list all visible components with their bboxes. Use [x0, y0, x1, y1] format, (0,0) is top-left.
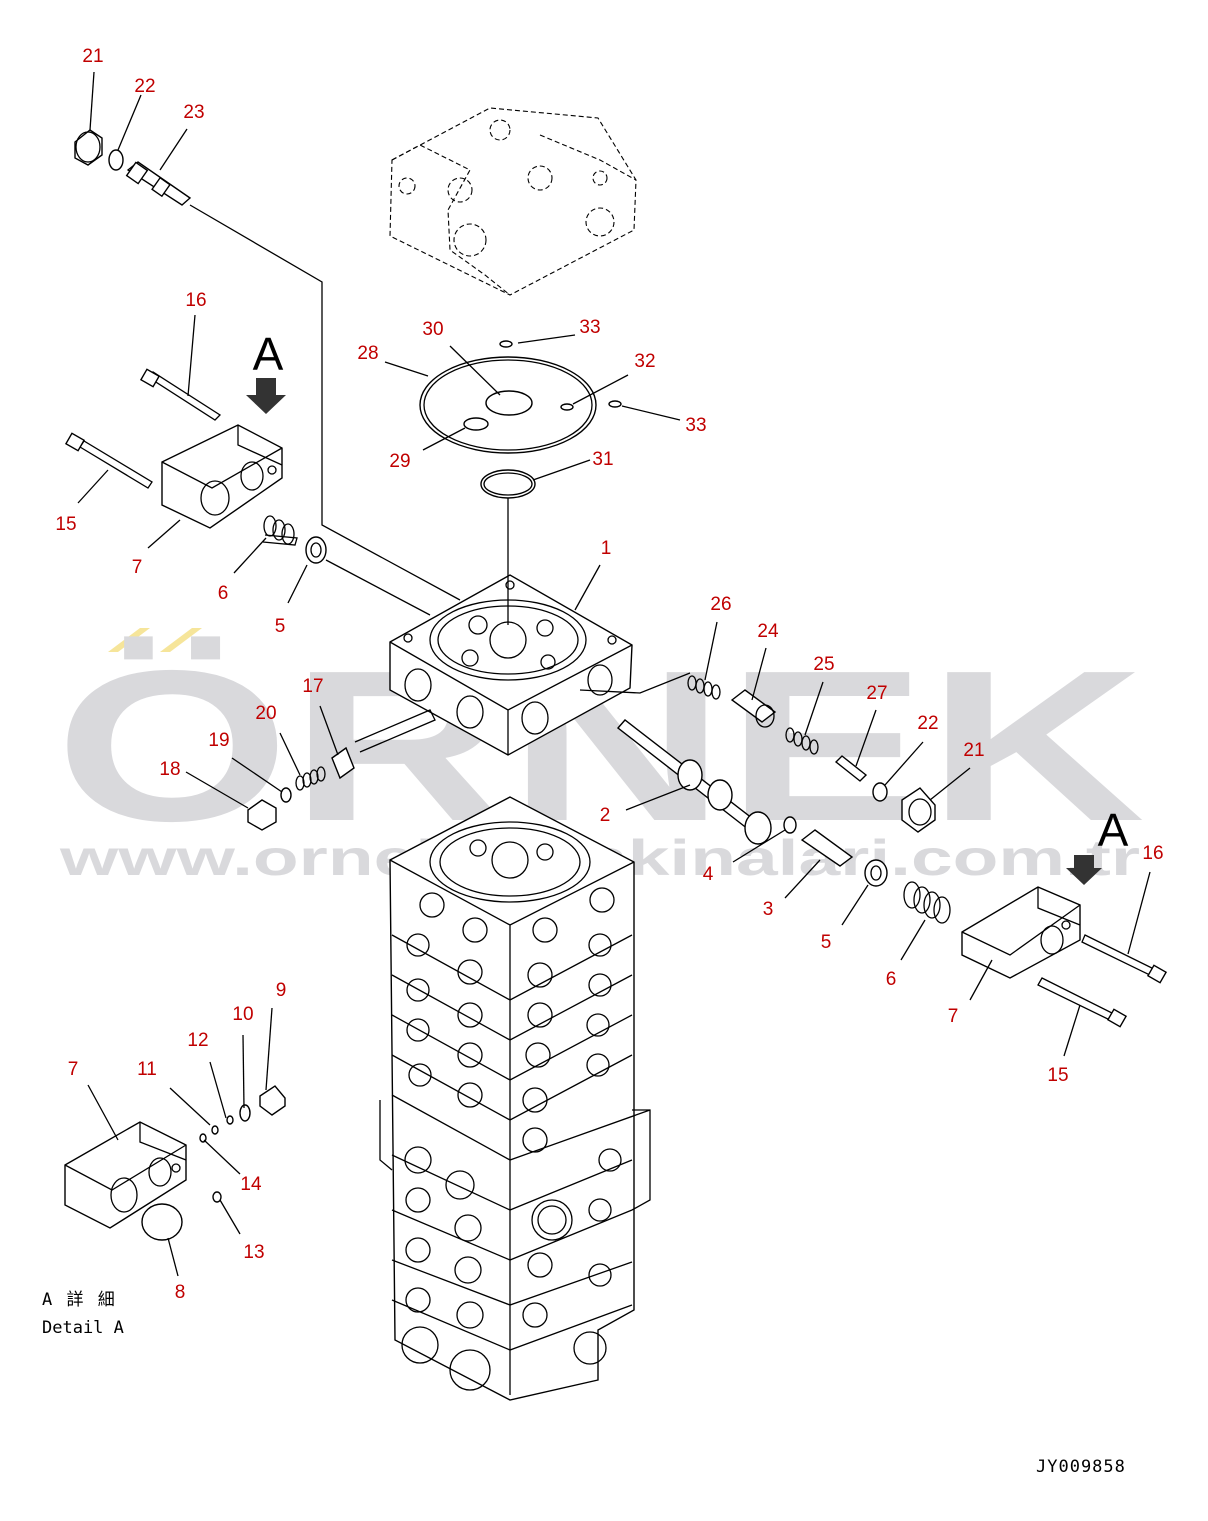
- detail-caption-jp: A 詳 細: [42, 1290, 117, 1310]
- part-label-6-left: 6: [218, 583, 229, 604]
- view-letter-right: A: [1098, 804, 1129, 856]
- part-label-5-left: 5: [275, 616, 286, 637]
- detail-a-view: A 詳 細 Detail A: [42, 1085, 286, 1338]
- part-label-16-right: 16: [1142, 843, 1163, 864]
- part-label-22-top: 22: [134, 76, 155, 97]
- part-label-19: 19: [208, 730, 229, 751]
- part-label-11: 11: [137, 1059, 157, 1080]
- part-label-16-left: 16: [185, 290, 206, 311]
- part-label-9: 9: [276, 980, 287, 1001]
- gasket-plate: [419, 340, 622, 499]
- part-label-2: 2: [600, 805, 611, 826]
- part-label-27: 27: [866, 683, 887, 704]
- view-letter-left: A: [253, 328, 284, 380]
- part-label-7-left: 7: [132, 557, 143, 578]
- part-label-31: 31: [592, 449, 613, 470]
- part-label-12: 12: [187, 1030, 208, 1051]
- part-label-6-right: 6: [886, 969, 897, 990]
- part-label-14: 14: [240, 1174, 262, 1195]
- valve-body-stack: [379, 796, 651, 1401]
- drawing-id: JY009858: [1036, 1457, 1126, 1477]
- part-label-28: 28: [357, 343, 378, 364]
- leader-lines: [77, 71, 1151, 1277]
- part-label-24: 24: [757, 621, 779, 642]
- part-label-33-top: 33: [579, 317, 600, 338]
- part-label-20: 20: [255, 703, 276, 724]
- part-label-33-right: 33: [685, 415, 706, 436]
- part-label-26: 26: [710, 594, 731, 615]
- part-label-7-detail: 7: [68, 1059, 79, 1080]
- part-label-1: 1: [601, 538, 612, 559]
- part-label-22-right: 22: [917, 713, 938, 734]
- part-label-5-right: 5: [821, 932, 832, 953]
- upper-housing-phantom: [389, 107, 637, 296]
- watermark-accent-left: [108, 628, 150, 652]
- relief-plug-assembly: [74, 129, 192, 206]
- right-cover-assembly: A: [961, 804, 1168, 1028]
- spool-assembly: [616, 675, 951, 924]
- part-label-10: 10: [232, 1004, 253, 1025]
- check-valve-assembly: [247, 709, 436, 831]
- part-label-4: 4: [703, 864, 714, 885]
- part-label-30: 30: [422, 319, 443, 340]
- part-label-29: 29: [389, 451, 410, 472]
- part-label-3: 3: [763, 899, 774, 920]
- view-arrow-right: A: [1066, 804, 1129, 885]
- part-label-15-right: 15: [1047, 1065, 1068, 1086]
- part-label-25: 25: [813, 654, 834, 675]
- part-label-13: 13: [243, 1242, 264, 1263]
- part-label-17: 17: [302, 676, 323, 697]
- valve-body-top-section: [389, 574, 633, 756]
- part-label-7-right: 7: [948, 1006, 959, 1027]
- part-label-23: 23: [183, 102, 204, 123]
- part-label-32: 32: [634, 351, 655, 372]
- part-label-21-right: 21: [963, 740, 984, 761]
- part-label-21-top: 21: [82, 46, 103, 67]
- view-arrow-left: A: [246, 328, 286, 414]
- part-label-8: 8: [175, 1282, 186, 1303]
- detail-caption-en: Detail A: [42, 1318, 124, 1338]
- part-label-15-left: 15: [55, 514, 76, 535]
- part-labels: 21 22 23 16 15 7 6 5 28 30 33 32 33 29 3…: [55, 46, 1163, 1303]
- part-label-18: 18: [159, 759, 180, 780]
- left-cover-assembly: A: [64, 328, 327, 564]
- watermark-accent-right: [160, 628, 202, 652]
